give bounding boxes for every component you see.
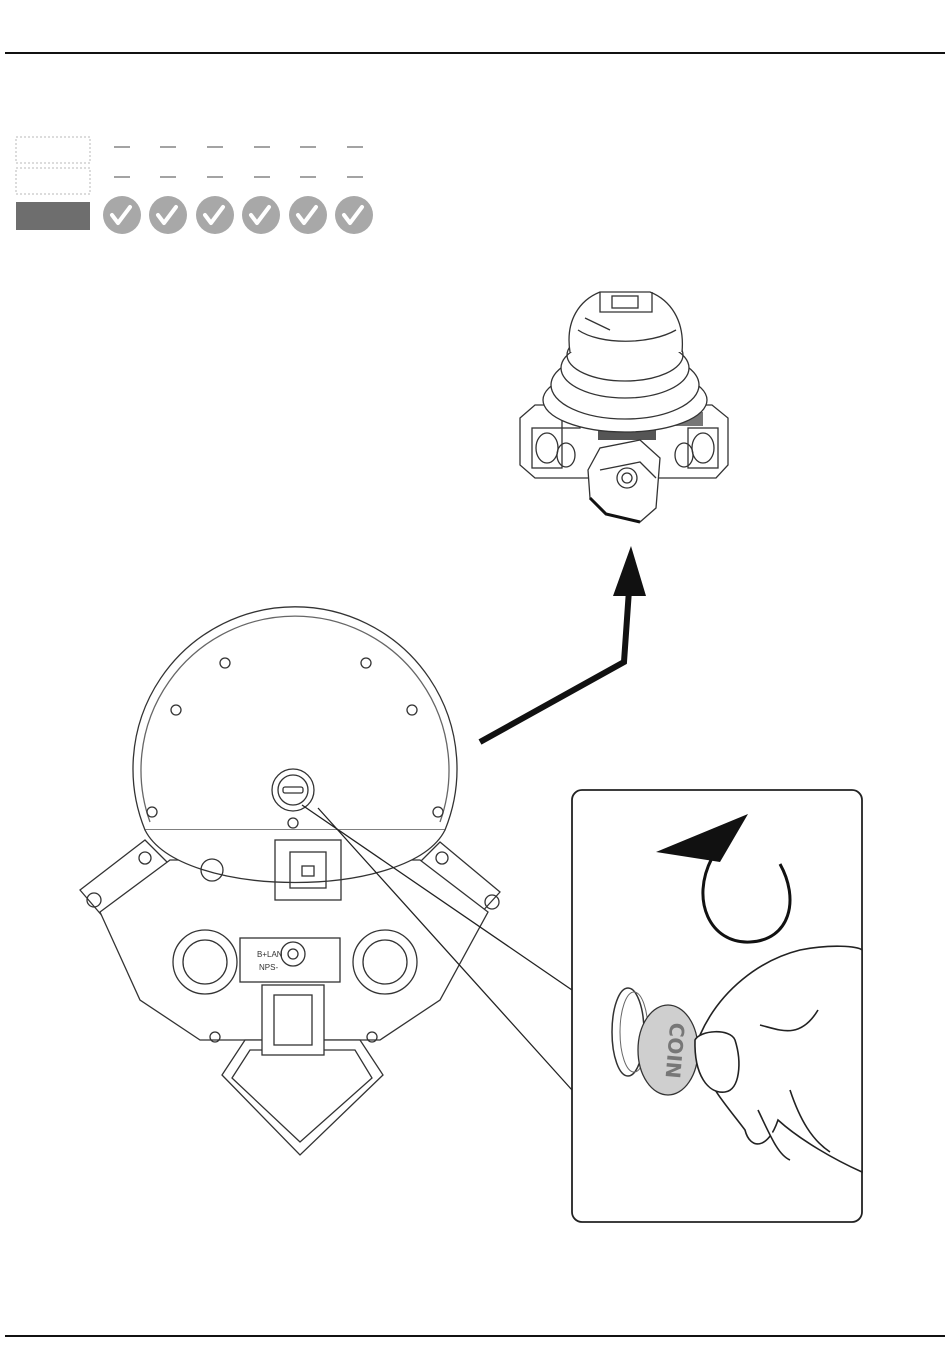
check-icon [103, 196, 141, 234]
check-icon [242, 196, 280, 234]
check-icon [149, 196, 187, 234]
row-label-1 [16, 137, 90, 163]
camera-dome-assembly [520, 292, 728, 522]
base-label-2: NPS- [259, 963, 278, 972]
coin-label: COIN [661, 1022, 690, 1080]
base-label-1: B+LAN [257, 950, 283, 959]
check-icon [196, 196, 234, 234]
row-label-2 [16, 168, 90, 194]
camera-mount-base: B+LAN NPS- [80, 607, 500, 1155]
row-label-3 [16, 202, 90, 230]
hand-turning-coin-detail: COIN [572, 790, 862, 1222]
table-row-3 [103, 196, 373, 234]
compatibility-table [16, 137, 373, 234]
black-arrow-up-icon [480, 546, 646, 742]
check-icon [335, 196, 373, 234]
coin: COIN [638, 1005, 698, 1095]
check-icon [289, 196, 327, 234]
